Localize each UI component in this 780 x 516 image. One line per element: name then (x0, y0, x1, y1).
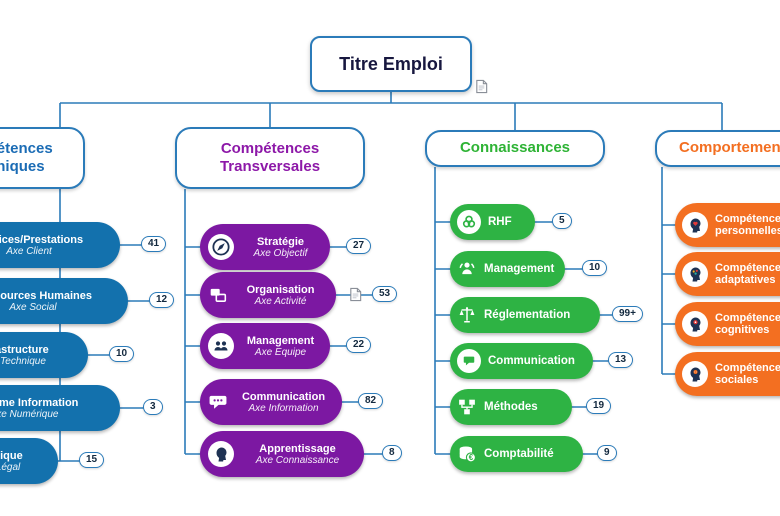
branch-label: Connaissances (459, 139, 571, 157)
topic-competences-adaptatives[interactable]: Compétences adaptatives (675, 252, 780, 296)
count-badge-comptabilite: 9 (597, 445, 617, 461)
topic-label: RHF (488, 216, 512, 228)
topic-label: Comptabilité (484, 448, 554, 460)
count-badge-connaissances-communication: 13 (608, 352, 634, 368)
topic-infrastructure[interactable]: Infrastructure Axe Technique (0, 332, 88, 378)
topic-juridique[interactable]: Juridique Axe Légal (0, 438, 58, 484)
org-chart-icon (208, 285, 228, 305)
topic-label: Compétences (715, 262, 780, 274)
topic-systeme-information[interactable]: Système Information Axe Numérique (0, 385, 120, 431)
topic-label: Ressources Humaines (0, 289, 92, 302)
topic-competences-sociales[interactable]: Compétences sociales (675, 352, 780, 396)
team-icon (208, 333, 234, 359)
count-badge-infrastructure: 10 (109, 346, 135, 362)
topic-label: Management (484, 263, 555, 275)
branch-label: Comportements (678, 139, 780, 157)
topic-sublabel: Axe Légal (0, 461, 21, 473)
scales-icon (457, 305, 477, 325)
flowchart-icon (457, 397, 477, 417)
speech-bubble-icon (208, 392, 228, 412)
topic-sublabel: Axe Technique (0, 355, 46, 367)
topic-sublabel: Axe Activité (254, 295, 307, 307)
note-icon[interactable] (348, 287, 363, 307)
topic-label: Juridique (0, 449, 23, 462)
head-speech-icon (682, 361, 708, 387)
topic-label: Organisation (246, 283, 315, 296)
job-title-label: Titre Emploi (339, 53, 443, 74)
branch-label: Compétences Techniques (0, 139, 53, 175)
compass-icon (208, 234, 234, 260)
count-badge-reglementation: 99+ (612, 306, 643, 322)
topic-label: Réglementation (484, 309, 571, 321)
count-badge-juridique: 15 (79, 452, 105, 468)
count-badge-connaissances-management: 10 (582, 260, 608, 276)
topic-sublabel: sociales (715, 374, 759, 386)
coins-icon: € (457, 444, 477, 464)
topic-label: Compétences (715, 312, 780, 324)
topic-sublabel: personnelles (715, 225, 780, 237)
topic-label: Compétences (715, 213, 780, 225)
topic-sublabel: cognitives (715, 324, 770, 336)
topic-comptabilite[interactable]: € Comptabilité (450, 436, 583, 472)
topic-sublabel: Axe Client (6, 245, 52, 257)
topic-connaissances-communication[interactable]: Communication (450, 343, 593, 379)
topic-sublabel: Axe Social (9, 301, 57, 313)
topic-label: Stratégie (256, 235, 305, 248)
head-dots-icon (682, 261, 708, 287)
branch-label: Compétences Transversales (219, 139, 321, 175)
head-heart-icon (682, 212, 708, 238)
person-arrows-icon (457, 259, 477, 279)
topic-rhf[interactable]: RHF (450, 204, 535, 240)
topic-label: Services/Prestations (0, 233, 84, 246)
branch-connaissances[interactable]: Connaissances (425, 130, 605, 167)
topic-label: Apprentissage (259, 442, 336, 455)
topic-sublabel: adaptatives (715, 274, 776, 286)
venn-icon (457, 210, 481, 234)
topic-label: Compétences (715, 362, 780, 374)
topic-communication-transversal[interactable]: Communication Axe Information (200, 379, 342, 425)
count-badge-communication-transversal: 82 (358, 393, 384, 409)
topic-methodes[interactable]: Méthodes (450, 389, 572, 425)
topic-organisation[interactable]: Organisation Axe Activité (200, 272, 336, 318)
topic-apprentissage[interactable]: Apprentissage Axe Connaissance (200, 431, 364, 477)
count-badge-management-transversal: 22 (346, 337, 372, 353)
topic-reglementation[interactable]: Réglementation (450, 297, 600, 333)
topic-label: Communication (488, 355, 575, 367)
count-badge-systeme: 3 (143, 399, 163, 415)
topic-competences-cognitives[interactable]: Compétences cognitives (675, 302, 780, 346)
job-title-node[interactable]: Titre Emploi (310, 36, 472, 92)
topic-sublabel: Axe Equipe (254, 346, 307, 358)
topic-competences-personnelles[interactable]: Compétences personnelles (675, 203, 780, 247)
count-badge-rhf: 5 (552, 213, 572, 229)
count-badge-rh: 12 (149, 292, 175, 308)
head-icon (208, 441, 234, 467)
svg-text:€: € (469, 453, 474, 462)
count-badge-organisation: 53 (372, 286, 398, 302)
topic-sublabel: Axe Numérique (0, 408, 59, 420)
topic-sublabel: Axe Information (248, 402, 319, 414)
count-badge-strategie: 27 (346, 238, 372, 254)
topic-sublabel: Axe Objectif (253, 247, 308, 259)
topic-sublabel: Axe Connaissance (255, 454, 340, 466)
topic-management-transversal[interactable]: Management Axe Equipe (200, 323, 330, 369)
topic-strategie[interactable]: Stratégie Axe Objectif (200, 224, 330, 270)
topic-label: Système Information (0, 396, 79, 409)
head-gear-icon (682, 311, 708, 337)
note-icon[interactable] (474, 79, 489, 99)
topic-label: Méthodes (484, 401, 538, 413)
topic-label: Communication (241, 390, 326, 403)
count-badge-methodes: 19 (586, 398, 612, 414)
topic-ressources-humaines[interactable]: Ressources Humaines Axe Social (0, 278, 128, 324)
branch-comportements[interactable]: Comportements (655, 130, 780, 167)
topic-label: Infrastructure (0, 343, 49, 356)
topic-services-prestations[interactable]: Services/Prestations Axe Client (0, 222, 120, 268)
branch-competences-transversales[interactable]: Compétences Transversales (175, 127, 365, 189)
topic-connaissances-management[interactable]: Management (450, 251, 565, 287)
topic-label: Management (246, 334, 315, 347)
branch-competences-techniques[interactable]: Compétences Techniques (0, 127, 85, 189)
count-badge-services: 41 (141, 236, 167, 252)
chat-icon (457, 349, 481, 373)
count-badge-apprentissage: 8 (382, 445, 402, 461)
